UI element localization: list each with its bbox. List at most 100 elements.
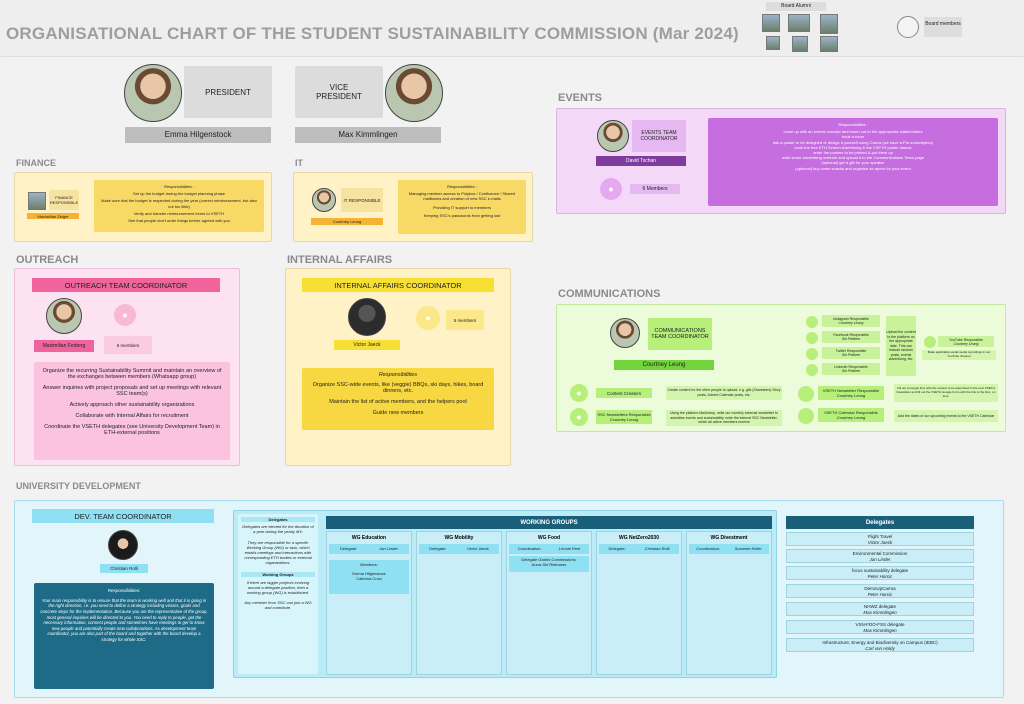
events-members: 6 Members xyxy=(630,184,680,194)
working-groups-title: WORKING GROUPS xyxy=(326,516,772,529)
president-role-box: PRESIDENT xyxy=(184,66,272,118)
group-icon xyxy=(798,386,814,402)
finance-resp-2: Make sure that the budget is respected d… xyxy=(101,198,257,209)
social-4-role: LinkedIn Responsible xyxy=(834,365,868,369)
comms-name: Courtney Leung xyxy=(614,360,714,370)
it-name: Courtney Leung xyxy=(311,218,383,225)
events-resp-title: Responsibilities : xyxy=(837,122,868,127)
social-icon xyxy=(806,364,818,376)
comms-content-desc: Create content for the other people to u… xyxy=(666,386,782,400)
it-resp-title: Responsibilities : xyxy=(446,184,477,189)
delegate-name: Peter Horcic xyxy=(867,573,893,579)
events-resp-2: book a room xyxy=(841,134,865,140)
delegate-role: Flight Travel xyxy=(867,534,893,539)
delegate-name: Carl von Holdy xyxy=(865,645,895,651)
social-3-role: Twitter Responsible xyxy=(835,349,867,353)
internal-resp-box: Responsibilities Organize SSC-wide event… xyxy=(302,368,494,430)
wg-netzero-delegate: Delegate:Christian Rolli xyxy=(599,544,679,554)
social-1-role: Instagram Responsible xyxy=(833,317,869,321)
events-resp-3: ask a poster to be designed or design it… xyxy=(772,139,934,145)
finance-photo xyxy=(28,192,46,210)
wg-netzero-name: WG NetZero2030 xyxy=(597,532,681,544)
president-photo xyxy=(124,64,182,122)
vice-role-box: VICE PRESIDENT xyxy=(295,66,383,118)
board-member-icon xyxy=(897,16,919,38)
group-icon: ● xyxy=(600,178,622,200)
president-name: Emma Hilgenstock xyxy=(125,127,271,143)
it-photo xyxy=(312,188,336,212)
comms-title: COMMUNICATIONS xyxy=(558,288,661,300)
outreach-item-4: Collaborate with Internal Affairs for re… xyxy=(75,413,189,419)
internal-title: INTERNAL AFFAIRS xyxy=(287,254,393,266)
group-icon: ● xyxy=(416,306,440,330)
it-resp-1: Managing member access to Polybox / Conf… xyxy=(408,191,516,202)
outreach-item-3: Actively approach other sustainability o… xyxy=(69,402,195,408)
social-icon xyxy=(806,348,818,360)
events-resp-1: come up with an events concept and reach… xyxy=(783,129,923,135)
group-icon: ● xyxy=(114,304,136,326)
comms-newsletter-desc: Using the platform Mailchimp, write our … xyxy=(666,410,782,426)
group-icon: ● xyxy=(570,408,588,426)
it-title: IT xyxy=(295,158,303,168)
page-title: ORGANISATIONAL CHART OF THE STUDENT SUST… xyxy=(6,24,739,43)
comms-newsletter-role: SSC Newsletters Responsible Courtney Leu… xyxy=(596,410,652,424)
vseth-news-desc: Fill out a Google Doc with the content t… xyxy=(894,384,998,402)
unidev-name: Christian Rolli xyxy=(100,564,148,573)
delegate-name: Max Kimmlingen xyxy=(863,627,897,633)
wg-col-netzero: WG NetZero2030 Delegate:Christian Rolli xyxy=(596,531,682,675)
alumni-photo xyxy=(820,14,838,34)
unidev-photo xyxy=(108,530,138,560)
wg-text-1: If there are bigger projects evolving ar… xyxy=(246,579,310,596)
events-resp-8: (optional) buy some snacks and organise … xyxy=(795,165,911,171)
delegate-role: DemoUpCarma xyxy=(864,586,896,591)
wg-food-label: Coordination: xyxy=(517,546,542,552)
internal-panel xyxy=(285,268,511,466)
vseth-cal-desc: Add the dates of our upcoming events to … xyxy=(894,410,998,422)
vseth-cal-name: Courtney Leung xyxy=(836,415,866,420)
delegates-text-2: They are responsible for a specific Work… xyxy=(244,539,312,566)
it-resp-2: Providing IT support to members xyxy=(433,204,491,210)
group-icon xyxy=(798,408,814,424)
delegate-role: focus sustainability delegate xyxy=(851,568,909,573)
vice-name: Max Kimmlingen xyxy=(295,127,441,143)
outreach-item-1: Organize the recurring Sustainability Su… xyxy=(42,368,222,380)
wg-education-member-2: Caterina Croci xyxy=(356,576,382,582)
events-resp-6: write some advertising material and uplo… xyxy=(782,155,924,161)
internal-photo xyxy=(348,298,386,336)
internal-item-1: Organize SSC-wide events, like (veggie) … xyxy=(312,382,484,394)
wg-food-extra-role: Delegate Gastro Commissions: xyxy=(521,557,577,562)
vseth-news-name: Courtney Leung xyxy=(836,393,866,398)
delegate-role: Environmental Commission xyxy=(852,551,908,556)
comms-coordinator: COMMUNICATIONS TEAM COORDINATOR xyxy=(648,318,712,350)
wg-food-delegate: Coordination:Leonie Rest xyxy=(509,544,589,554)
group-icon: ● xyxy=(570,384,588,402)
events-resp-box: Responsibilities : come up with an event… xyxy=(708,118,998,206)
outreach-item-2: Answer inquiries with project proposals … xyxy=(42,385,222,397)
delegate-name: Max Kimmlingen xyxy=(863,609,897,615)
wg-mobility-delegate: Delegate:Victor Jaeck xyxy=(419,544,499,554)
alumni-photo xyxy=(820,36,838,52)
wg-divestment-label: Coordination: xyxy=(696,546,721,552)
outreach-name: Maximilian Forberg xyxy=(34,340,94,352)
finance-title: FINANCE xyxy=(16,158,56,168)
comms-newsletter-resp: SSC Newsletters Responsible xyxy=(597,412,651,417)
youtube-desc: Make applicable social-media recordings … xyxy=(922,350,996,360)
youtube-name: Courtney Leung xyxy=(953,341,979,346)
wg-text-2: Any member from SSC can join a WG and co… xyxy=(244,600,312,611)
unidev-coordinator: DEV. TEAM COORDINATOR xyxy=(32,509,214,523)
wg-divestment-person: Susanne Keller xyxy=(734,546,762,552)
delegate-role: VSN-FDO-FSS delegate xyxy=(855,622,905,627)
events-role: EVENTS TEAM COORDINATOR xyxy=(632,120,686,152)
wg-education-label: Delegate: xyxy=(340,546,358,552)
events-name: David Tschan xyxy=(596,156,686,166)
delegate-role: Infrastructure, Energy and Biodiversity … xyxy=(822,640,938,645)
board-alumni-legend: Board Alumni xyxy=(766,2,826,11)
unidev-resp-box: Responsibilities: Your main responsibili… xyxy=(34,583,214,689)
